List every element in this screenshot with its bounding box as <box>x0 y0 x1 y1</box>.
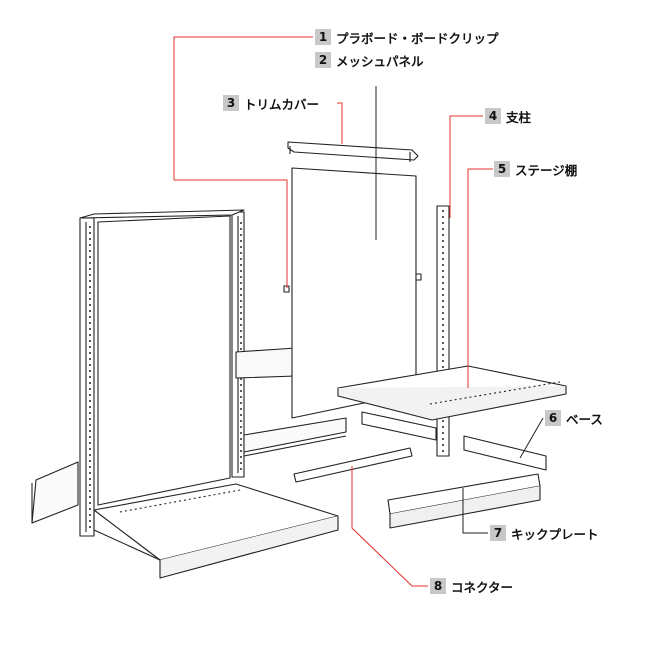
base-bracket-left <box>361 411 437 441</box>
label-4-text: 支柱 <box>506 109 532 125</box>
label-5: 5 ステージ棚 <box>494 160 577 178</box>
label-1-text: プラボード・ボードクリップ <box>336 30 499 46</box>
label-4-number: 4 <box>485 108 501 124</box>
label-5-number: 5 <box>494 161 510 177</box>
label-7-text: キックプレート <box>511 526 599 542</box>
label-6-text: ベース <box>566 411 603 427</box>
label-8: 8 コネクター <box>430 577 513 595</box>
label-3-number: 3 <box>223 95 239 111</box>
base-bracket-right <box>463 435 547 471</box>
trim-cover-part <box>287 141 419 161</box>
label-8-text: コネクター <box>451 579 514 595</box>
label-5-text: ステージ棚 <box>515 162 578 178</box>
leader-8 <box>351 466 428 587</box>
label-7-number: 7 <box>490 525 506 541</box>
label-3-text: トリムカバー <box>244 96 320 112</box>
connector-part <box>293 447 413 483</box>
leader-7 <box>462 488 488 534</box>
label-7: 7 キックプレート <box>490 524 599 542</box>
leader-1 <box>173 36 313 288</box>
label-1-number: 1 <box>315 29 331 45</box>
leader-6 <box>519 417 544 459</box>
label-6: 6 ベース <box>545 409 603 427</box>
label-4: 4 支柱 <box>485 107 531 125</box>
assembled-gondola-shelf <box>31 209 347 579</box>
label-2: 2 メッシュパネル <box>315 51 424 69</box>
label-8-number: 8 <box>430 578 446 594</box>
label-2-text: メッシュパネル <box>336 53 424 69</box>
label-6-number: 6 <box>545 410 561 426</box>
leader-3 <box>337 102 343 144</box>
leader-4 <box>449 115 483 218</box>
label-3: 3 トリムカバー <box>223 94 319 112</box>
label-2-number: 2 <box>315 52 331 68</box>
leader-5 <box>467 168 493 388</box>
label-1: 1 プラボード・ボードクリップ <box>315 28 499 46</box>
